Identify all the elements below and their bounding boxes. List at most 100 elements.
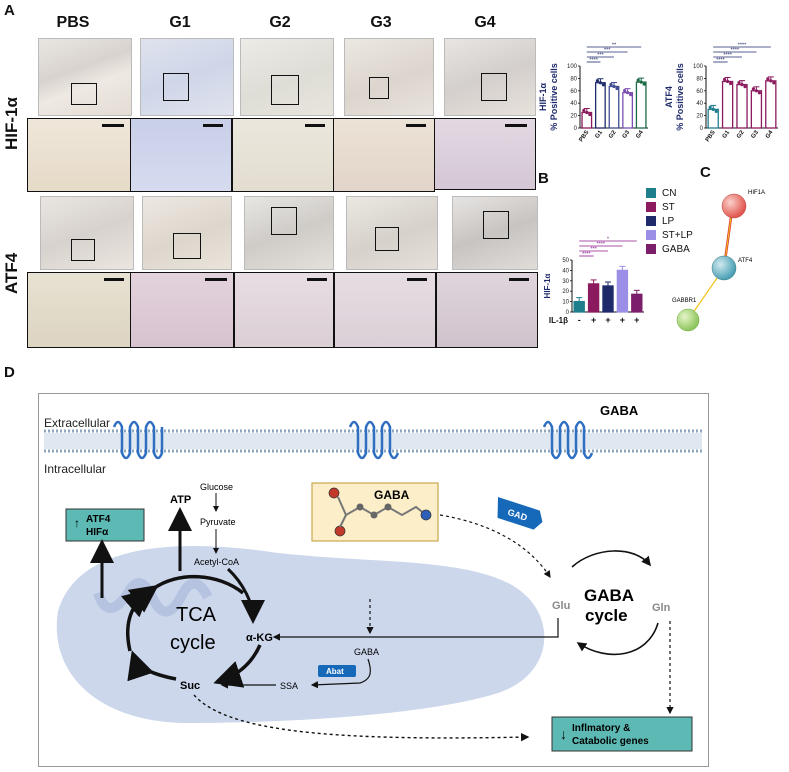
y-axis-label: ATF4 (664, 86, 674, 108)
micrograph-atf4-pbs-overview (40, 196, 134, 270)
arrow-gaba-to-cycle (439, 514, 551, 579)
genes-box (551, 716, 693, 752)
receptor-3 (542, 420, 594, 460)
x-row-sign: - (578, 315, 581, 325)
bar (608, 85, 620, 129)
node-atf4 (711, 255, 737, 281)
zoom-frame (271, 207, 297, 235)
arrow-acetyl-akg (226, 567, 265, 624)
glu-label: Glu (552, 600, 570, 612)
mitochondrion (56, 546, 545, 723)
legend-swatch (646, 216, 656, 226)
micrograph-hif-g2-overview (240, 38, 334, 116)
micrograph-hif-g1-overview (140, 38, 234, 116)
legend-swatch (646, 188, 656, 198)
hif-box-label: HIFα (86, 527, 109, 538)
x-row-sign: + (591, 315, 596, 325)
x-tick-label: G2 (608, 129, 618, 140)
significance-label: **** (723, 53, 732, 59)
zoom-frame (481, 73, 507, 101)
x-tick-label: G4 (765, 129, 775, 140)
row-header-atf4: ATF4 (2, 252, 21, 294)
significance-label: * (607, 237, 610, 243)
x-tick-label: PBS (705, 130, 717, 144)
glucose-label: Glucose (200, 482, 233, 492)
protein-network: HIF1A ATF4 GABBR1 (672, 190, 765, 332)
zoom-frame (71, 83, 97, 105)
micrograph-hif-g4-overview (444, 38, 536, 116)
column-header-g4: G4 (474, 14, 496, 31)
data-point (711, 107, 715, 111)
x-row-sign: + (634, 315, 639, 325)
x-tick-label: G3 (751, 129, 761, 140)
legend-swatch (646, 202, 656, 212)
gaba-molecule-label: GABA (374, 488, 410, 502)
node-hif1a (721, 193, 747, 219)
akg-label: α-KG (246, 632, 273, 644)
significance-label: ** (612, 43, 617, 49)
tca-arc-bottom-right (213, 644, 262, 688)
atp-label: ATP (170, 494, 191, 506)
node-label-atf4: ATF4 (738, 258, 753, 264)
micrograph-atf4-g3-zoom (334, 272, 436, 348)
data-point (723, 77, 727, 82)
y-tick-label: 40 (570, 101, 577, 107)
micrograph-hif-g1-zoom (130, 118, 232, 192)
row-header-hif1a: HIF-1α (2, 97, 21, 150)
gaba-cycle-label-1: GABA (584, 586, 634, 605)
intracellular-label: Intracellular (44, 462, 106, 476)
micrograph-atf4-g2-overview (244, 196, 334, 270)
arrow-glu-akg (272, 618, 559, 641)
micrograph-atf4-g4-overview (452, 196, 538, 270)
micrograph-hif-g4-zoom (434, 118, 536, 190)
y-tick-label: 10 (562, 300, 569, 306)
column-header-g3: G3 (370, 14, 392, 31)
panel-label-d: D (4, 364, 15, 381)
tca-arc-left (120, 588, 152, 652)
micrograph-hif-pbs-zoom (27, 118, 132, 192)
legend-item: LP (646, 214, 693, 228)
data-point (714, 109, 718, 113)
micrograph-atf4-g1-zoom (130, 272, 234, 348)
data-point (743, 85, 747, 89)
scale-bar (509, 278, 529, 281)
column-header-g2: G2 (269, 14, 291, 31)
x-tick-label: G2 (736, 129, 746, 140)
data-point (639, 80, 643, 84)
significance-label: **** (597, 242, 606, 248)
x-row-sign: + (620, 315, 625, 325)
bar (750, 90, 763, 129)
data-point (598, 81, 602, 85)
data-point (708, 105, 712, 109)
zoom-frame (173, 233, 201, 259)
y-tick-label: 60 (696, 89, 703, 95)
arrow-gaba-ssa (310, 658, 371, 689)
zoom-frame (163, 73, 189, 101)
micrograph-atf4-pbs-zoom (27, 272, 131, 348)
significance-label: *** (604, 48, 611, 54)
scale-bar (406, 124, 426, 127)
legend-item: ST (646, 200, 693, 214)
column-header-pbs: PBS (56, 14, 90, 31)
legend-item: ST+LP (646, 228, 693, 242)
data-point (609, 82, 613, 87)
bar (622, 92, 634, 129)
micrograph-atf4-g2-zoom (234, 272, 334, 348)
genes-label-2: Catabolic genes (572, 736, 649, 747)
legend-label: GABA (662, 243, 690, 255)
significance-label: **** (582, 252, 591, 258)
micrograph-hif-g3-overview (344, 38, 434, 116)
arrow-suc-genes (193, 694, 530, 742)
abat-enzyme (318, 665, 356, 677)
y-tick-label: 40 (696, 101, 703, 107)
down-arrow-icon: ↓ (560, 726, 567, 742)
pyruvate-label: Pyruvate (200, 517, 236, 527)
micrograph-atf4-g3-overview (346, 196, 438, 270)
node-gabbr1 (676, 308, 700, 332)
tca-cycle-label: cycle (170, 632, 216, 654)
acetyl-coa-label: Acetyl-CoA (194, 557, 239, 567)
y-tick-label: 0 (700, 126, 704, 132)
abat-label: Abat (326, 667, 344, 676)
